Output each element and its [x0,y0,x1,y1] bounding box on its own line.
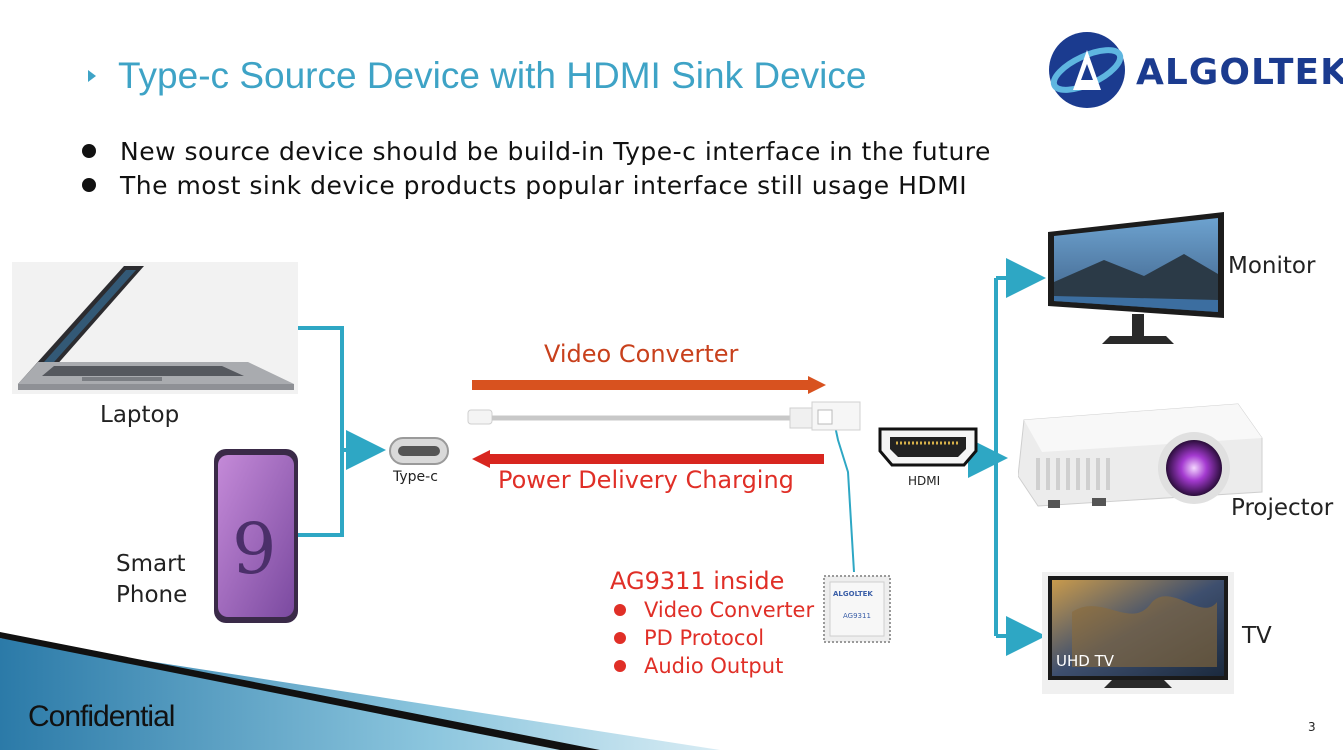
smartphone-label: Smart Phone [116,549,187,611]
power-delivery-label: Power Delivery Charging [498,466,794,494]
bullet-dot-icon [82,144,96,158]
monitor-label: Monitor [1228,253,1316,279]
chip-title: AG9311 inside [610,567,785,595]
hdmi-port-icon [878,427,978,467]
bullet-item: New source device should be build-in Typ… [82,134,991,168]
video-converter-arrow-shaft [472,380,810,390]
company-logo: ALGOLTEK [1136,52,1343,93]
red-bullet-icon [614,604,626,616]
chip-feature-text: Video Converter [644,598,815,622]
red-bullet-icon [614,632,626,644]
typec-port-icon [389,437,449,465]
tv-screen-badge: UHD TV [1056,652,1115,670]
bullet-item: The most sink device products popular in… [82,168,991,202]
bullet-text: The most sink device products popular in… [120,170,968,200]
chip-feature-text: PD Protocol [644,626,765,650]
smartphone-label-line1: Smart [116,551,186,577]
footer-decoration [0,632,720,750]
bullet-list: New source device should be build-in Typ… [82,134,991,202]
confidential-label: Confidential [28,700,175,733]
algoltek-globe-icon [1049,32,1125,108]
cable-body [789,407,813,429]
projector-image [1018,403,1263,508]
video-converter-label: Video Converter [544,340,739,368]
title-bullet-icon [88,70,96,82]
bullet-dot-icon [82,178,96,192]
red-bullet-icon [614,660,626,672]
bullet-text: New source device should be build-in Typ… [120,136,991,166]
laptop-label: Laptop [100,402,180,428]
tv-image [1042,572,1234,694]
chip-feature-text: Audio Output [644,654,784,678]
phone-screen-digit: 9 [232,508,277,590]
chip-brand-marking: ALGOLTEK [833,590,873,598]
adapter-port [817,409,833,425]
power-arrow-head [472,450,490,468]
monitor-image [1048,212,1224,344]
slide-title: Type-c Source Device with HDMI Sink Devi… [118,55,867,96]
cable-plug-left [467,409,493,425]
chip-feature-list: Video Converter PD Protocol Audio Output [614,596,814,680]
hdmi-label: HDMI [908,474,941,488]
chip-feature-item: Video Converter [614,596,814,624]
smartphone-label-line2: Phone [116,582,188,608]
source-bracket-line [298,326,344,537]
page-number: 3 [1308,720,1316,734]
video-converter-arrow-head [808,376,826,394]
tv-label: TV [1242,623,1272,649]
laptop-image [12,262,298,394]
chip-feature-item: Audio Output [614,652,814,680]
smartphone-image [214,449,298,623]
chip-feature-item: PD Protocol [614,624,814,652]
power-arrow-shaft [488,454,824,464]
typec-label: Type-c [393,469,438,485]
projector-label: Projector [1231,495,1334,521]
chip-part-marking: AG9311 [843,612,871,620]
chip-pointer-line [831,411,855,573]
ag9311-chip-image [823,575,891,643]
